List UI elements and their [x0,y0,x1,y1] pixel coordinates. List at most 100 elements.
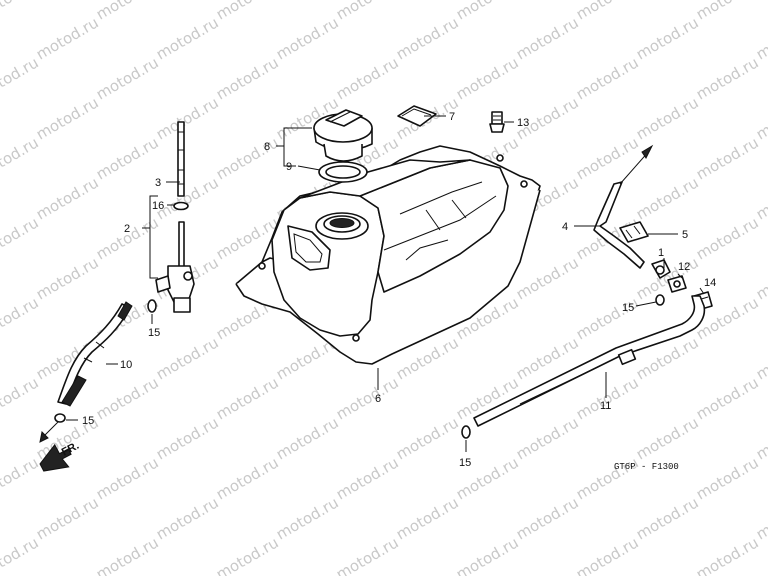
watermark-text: motod.ru [693,133,762,183]
watermark-text: motod.ru [153,493,222,543]
watermark-text: motod.ru [213,133,282,183]
watermark-text: motod.ru [573,53,642,103]
watermark-text: motod.ru [333,373,402,423]
watermark-text: motod.ru [0,133,42,183]
callout-1: 1 [658,247,664,259]
watermark-text: motod.ru [333,0,402,23]
callout-7: 7 [449,111,455,123]
watermark-text: motod.ru [213,373,282,423]
rubber-pad [397,105,437,127]
watermark-text: motod.ru [153,333,222,383]
watermark-text: motod.ru [0,213,42,263]
bolt-13 [489,111,505,133]
watermark-text: motod.ru [0,453,42,503]
watermark-text: motod.ru [753,493,768,543]
watermark-text: motod.ru [753,93,768,143]
watermark-text: motod.ru [573,373,642,423]
watermark-text: motod.ru [693,53,762,103]
watermark-text: motod.ru [693,453,762,503]
watermark-text: motod.ru [273,413,342,463]
watermark-text: motod.ru [33,13,102,63]
watermark-text: motod.ru [153,173,222,223]
fuel-cap [313,109,373,183]
watermark-text: motod.ru [213,533,282,576]
callout-13: 13 [517,117,529,129]
callout-3: 3 [155,177,161,189]
watermark-text: motod.ru [633,173,702,223]
watermark-text: motod.ru [513,493,582,543]
watermark-text: motod.ru [633,13,702,63]
watermark-text: motod.ru [453,0,522,23]
watermark-text: motod.ru [333,533,402,576]
watermark-text: motod.ru [33,493,102,543]
watermark-text: motod.ru [573,0,642,23]
watermark-text: motod.ru [693,533,762,576]
watermark-text: motod.ru [513,253,582,303]
watermark-text: motod.ru [93,53,162,103]
watermark-text: motod.ru [333,453,402,503]
watermark-text: motod.ru [93,373,162,423]
watermark-text: motod.ru [33,93,102,143]
callout-14: 14 [704,277,716,289]
watermark-text: motod.ru [753,333,768,383]
watermark-text: motod.ru [633,93,702,143]
watermark-text: motod.ru [753,413,768,463]
watermark-text: motod.ru [753,173,768,223]
watermark-text: motod.ru [33,253,102,303]
front-arrow-diagram [619,144,654,185]
watermark-text: motod.ru [0,0,42,23]
drain-pipe [461,295,706,439]
callout-15-hose: 15 [82,415,94,427]
watermark-text: motod.ru [453,533,522,576]
watermark-text: motod.ru [573,293,642,343]
callout-15-drain: 15 [459,457,471,469]
watermark-text: motod.ru [693,0,762,23]
fuel-tank [235,145,541,365]
callout-5: 5 [682,229,688,241]
watermark-text: motod.ru [0,293,42,343]
watermark-text: motod.ru [153,413,222,463]
fuel-cock-assembly [147,121,195,313]
callout-15-breather: 15 [622,302,634,314]
front-direction-arrow [39,421,72,472]
callout-8: 8 [264,141,270,153]
callout-6: 6 [375,393,381,405]
watermark-text: motod.ru [273,13,342,63]
callout-15-cock: 15 [148,327,160,339]
watermark-text: motod.ru [0,53,42,103]
fuel-hose [54,301,133,423]
callout-4: 4 [562,221,568,233]
watermark-text: motod.ru [573,453,642,503]
callout-12: 12 [678,261,690,273]
watermark-text: motod.ru [0,373,42,423]
watermark-text: motod.ru [753,13,768,63]
callout-10: 10 [120,359,132,371]
watermark-text: motod.ru [513,413,582,463]
watermark-text: motod.ru [273,493,342,543]
watermark-text: motod.ru [393,13,462,63]
diagram-code: GT6P - F1300 [614,462,679,472]
watermark-text: motod.ru [393,413,462,463]
watermark-text: motod.ru [573,533,642,576]
watermark-text: motod.ru [633,493,702,543]
leader-lines [66,115,705,452]
watermark-text: motod.ru [573,133,642,183]
watermark-text: motod.ru [93,133,162,183]
callout-11: 11 [600,400,611,412]
watermark-text: motod.ru [0,533,42,576]
watermark-text: motod.ru [93,453,162,503]
watermark-text: motod.ru [33,173,102,223]
callout-2: 2 [124,223,130,235]
watermark-text: motod.ru [393,493,462,543]
watermark-text: motod.ru [213,53,282,103]
watermark-text: motod.ru [93,533,162,576]
watermark-text: motod.ru [153,93,222,143]
watermark-text: motod.ru [453,53,522,103]
watermark-text: motod.ru [633,413,702,463]
watermark-text: motod.ru [693,373,762,423]
callout-labels: 3 16 2 15 10 15 8 9 7 13 6 4 5 1 12 14 1… [82,111,716,469]
watermark-text: motod.ru [153,13,222,63]
watermark-text: motod.ru [513,13,582,63]
watermark-text: motod.ru [693,213,762,263]
